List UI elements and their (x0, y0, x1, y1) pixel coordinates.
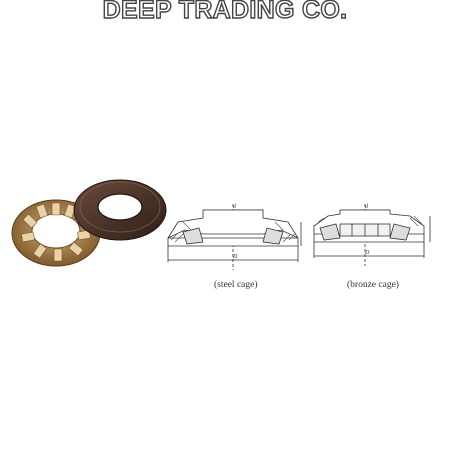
dim-label-D: D (232, 254, 238, 260)
steel-cage-drawing: d D (167, 204, 302, 270)
bronze-cage-drawing: d D (313, 204, 431, 266)
bearing-photo (11, 179, 167, 267)
dim-label-D-bronze: D (364, 250, 370, 256)
company-watermark: DEEP TRADING CO. (102, 0, 348, 25)
bronze-cage-caption: (bronze cage) (347, 280, 399, 290)
dim-label-d: d (233, 204, 237, 210)
steel-cage-caption: (steel cage) (214, 280, 258, 290)
dim-label-d-bronze: d (365, 204, 369, 210)
shaft-washer (73, 179, 167, 241)
